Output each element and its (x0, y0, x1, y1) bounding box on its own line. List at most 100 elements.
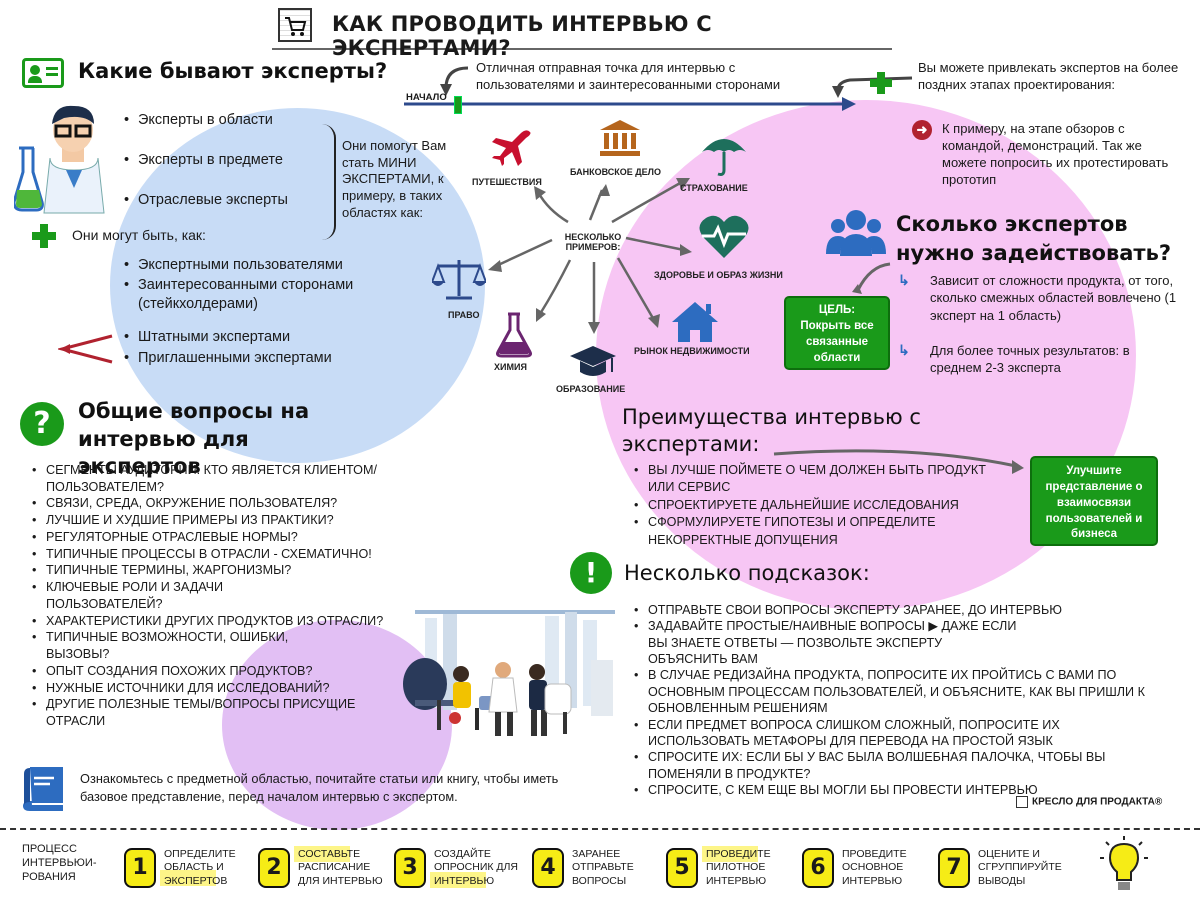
timeline-start-marker (454, 96, 462, 114)
step-number: 1 (124, 848, 156, 888)
list-item: В СЛУЧАЕ РЕДИЗАЙНА ПРОДУКТА, ПОПРОСИТЕ И… (632, 667, 1152, 716)
example-label-chemistry: ХИМИЯ (494, 362, 527, 372)
chair-icon (1016, 796, 1028, 808)
step-number: 3 (394, 848, 426, 888)
exclamation-icon: ! (570, 552, 612, 594)
plus-icon (32, 224, 56, 248)
process-step: 4 ЗАРАНЕЕ ОТПРАВЬТЕ ВОПРОСЫ (532, 844, 662, 896)
list-item: ТИПИЧНЫЕ ПРОЦЕССЫ В ОТРАСЛИ - СХЕМАТИЧНО… (30, 546, 450, 563)
process-label: ПРОЦЕСС ИНТЕРВЬЮИ-РОВАНИЯ (22, 843, 97, 884)
list-item: СВЯЗИ, СРЕДА, ОКРУЖЕНИЕ ПОЛЬЗОВАТЕЛЯ? (30, 495, 450, 512)
examples-connectors (488, 178, 692, 334)
list-item: СПРОСИТЕ ИХ: ЕСЛИ БЫ У ВАС БЫЛА ВОЛШЕБНА… (632, 749, 1152, 782)
process-step: 6 ПРОВЕДИТЕ ОСНОВНОЕ ИНТЕРВЬЮ (802, 844, 932, 896)
step-text: ПРОВЕДИТЕ ПИЛОТНОЕ ИНТЕРВЬЮ (706, 848, 771, 887)
list-item: Штатными экспертами (122, 327, 332, 348)
header: КАК ПРОВОДИТЬ ИНТЕРВЬЮ С ЭКСПЕРТАМИ? (272, 4, 892, 60)
scientist-illustration (12, 98, 116, 218)
staff-list: Штатными экспертами Приглашенными экспер… (122, 327, 332, 368)
list-item: ЕСЛИ ПРЕДМЕТ ВОПРОСА СЛИШКОМ СЛОЖНЫЙ, ПО… (632, 717, 1112, 750)
advantages-arrow (773, 449, 1024, 474)
step-text: ОЦЕНИТЕ И СГРУППИРУЙТЕ ВЫВОДЫ (978, 848, 1062, 887)
id-card-icon (22, 58, 64, 88)
brand-mark: КРЕСЛО ДЛЯ ПРОДАКТА® (1016, 796, 1162, 808)
list-item: ОТПРАВЬТЕ СВОИ ВОПРОСЫ ЭКСПЕРТУ ЗАРАНЕЕ,… (632, 602, 1152, 619)
fork-arrow-icon (56, 332, 114, 371)
house-icon (670, 300, 720, 349)
example-label-realestate: РЫНОК НЕДВИЖИМОСТИ (634, 346, 750, 356)
list-item: ЗАДАВАЙТЕ ПРОСТЫЕ/НАИВНЫЕ ВОПРОСЫ ▶ ДАЖЕ… (632, 618, 1022, 667)
process-step: 2 СОСТАВЬТЕ РАСПИСАНИЕ ДЛЯ ИНТЕРВЬЮ (258, 844, 388, 896)
how-many-point-1: Зависит от сложности продукта, от того, … (930, 273, 1177, 323)
result-box: Улучшите представление о взаимосвязи пол… (1030, 456, 1158, 546)
can-be-heading: Они могут быть, как: (72, 227, 206, 243)
list-item: ХАРАКТЕРИСТИКИ ДРУГИХ ПРОДУКТОВ ИЗ ОТРАС… (30, 613, 390, 630)
timeline-later-note: Вы можете привлекать экспертов на более … (918, 60, 1179, 92)
advantages-heading: Преимущества интервью с экспертами: (622, 405, 921, 457)
list-item: СПРОСИТЕ, С КЕМ ЕЩЕ ВЫ МОГЛИ БЫ ПРОВЕСТИ… (632, 782, 1152, 799)
goal-arrow (852, 262, 891, 294)
list-item: ТИПИЧНЫЕ ТЕРМИНЫ, ЖАРГОНИЗМЫ? (30, 562, 310, 579)
list-item: Заинтересованными сторонами (стейкхолдер… (122, 276, 392, 315)
process-step: 3 СОЗДАЙТЕ ОПРОСНИК ДЛЯ ИНТЕРВЬЮ (394, 844, 524, 896)
process-step: 5 ПРОВЕДИТЕ ПИЛОТНОЕ ИНТЕРВЬЮ (666, 844, 796, 896)
can-be-list: Экспертными пользователями Заинтересован… (122, 256, 392, 315)
cart-icon (278, 8, 312, 42)
scales-icon (430, 258, 488, 305)
process-step: 7 ОЦЕНИТЕ И СГРУППИРУЙТЕ ВЫВОДЫ (938, 844, 1068, 896)
list-item: ОПЫТ СОЗДАНИЯ ПОХОЖИХ ПРОДУКТОВ? (30, 663, 450, 680)
list-item: СПРОЕКТИРУЕТЕ ДАЛЬНЕЙШИЕ ИССЛЕДОВАНИЯ (632, 497, 1002, 515)
step-number: 6 (802, 848, 834, 888)
lightbulb-icon (1100, 836, 1148, 899)
arrow-right-circle-icon: ➜ (912, 120, 932, 140)
timeline-example-note: К примеру, на этапе обзоров с командой, … (942, 121, 1169, 188)
heart-pulse-icon (698, 212, 750, 265)
list-item: ДРУГИЕ ПОЛЕЗНЫЕ ТЕМЫ/ВОПРОСЫ ПРИСУЩИЕ ОТ… (30, 696, 370, 729)
list-item: Приглашенными экспертами (122, 348, 332, 369)
step-text: ЗАРАНЕЕ ОТПРАВЬТЕ ВОПРОСЫ (572, 848, 634, 887)
timeline-start-note: Отличная отправная точка для интервью с … (476, 60, 781, 92)
step-number: 5 (666, 848, 698, 888)
graduation-cap-icon (568, 344, 618, 385)
questions-list: СЕГМЕНТЫ АУДИТОРИИ. КТО ЯВЛЯЕТСЯ КЛИЕНТО… (30, 462, 450, 730)
return-arrow-icon: ↳ (898, 272, 910, 288)
advantages-list: ВЫ ЛУЧШЕ ПОЙМЕТЕ О ЧЕМ ДОЛЖЕН БЫТЬ ПРОДУ… (632, 462, 1002, 549)
step-number: 7 (938, 848, 970, 888)
list-item: НУЖНЫЕ ИСТОЧНИКИ ДЛЯ ИССЛЕДОВАНИЙ? (30, 680, 450, 697)
examples-center-label: НЕСКОЛЬКО ПРИМЕРОВ: (564, 232, 622, 252)
how-many-point-2: Для более точных результатов: в среднем … (930, 343, 1130, 376)
process-step: 1 ОПРЕДЕЛИТЕ ОБЛАСТЬ И ЭКСПЕРТОВ (124, 844, 254, 896)
step-text: СОСТАВЬТЕ РАСПИСАНИЕ ДЛЯ ИНТЕРВЬЮ (298, 848, 383, 887)
brand-label: КРЕСЛО ДЛЯ ПРОДАКТА® (1032, 796, 1163, 808)
example-label-travel: ПУТЕШЕСТВИЯ (472, 177, 542, 187)
read-note: Ознакомьтесь с предметной областью, почи… (80, 771, 559, 804)
example-label-education: ОБРАЗОВАНИЕ (556, 384, 626, 394)
list-item: ЛУЧШИЕ И ХУДШИЕ ПРИМЕРЫ ИЗ ПРАКТИКИ? (30, 512, 450, 529)
bank-icon (598, 118, 642, 163)
expert-types-list: Эксперты в области Эксперты в предмете О… (122, 100, 288, 220)
return-arrow-icon: ↳ (898, 342, 910, 358)
timeline-arrow (404, 66, 913, 111)
step-text: ОПРЕДЕЛИТЕ ОБЛАСТЬ И ЭКСПЕРТОВ (164, 848, 236, 887)
help-text: Они помогут Вам стать МИНИ ЭКСПЕРТАМИ, к… (342, 138, 447, 220)
list-item: Отраслевые эксперты (122, 180, 288, 220)
umbrella-icon (700, 130, 748, 183)
plus-icon (870, 72, 892, 94)
list-item: ВЫ ЛУЧШЕ ПОЙМЕТЕ О ЧЕМ ДОЛЖЕН БЫТЬ ПРОДУ… (632, 462, 1002, 497)
example-label-banking: БАНКОВСКОЕ ДЕЛО (570, 167, 662, 177)
book-icon (20, 766, 66, 812)
flask-icon (496, 312, 532, 363)
timeline-start-label: НАЧАЛО (406, 92, 447, 103)
experts-heading: Какие бывают эксперты? (78, 59, 388, 83)
example-label-health: ЗДОРОВЬЕ И ОБРАЗ ЖИЗНИ (654, 270, 783, 280)
group-users-icon (826, 206, 886, 263)
office-meeting-illustration (395, 600, 635, 740)
step-text: ПРОВЕДИТЕ ОСНОВНОЕ ИНТЕРВЬЮ (842, 848, 907, 887)
process-divider (0, 828, 1200, 830)
example-label-law: ПРАВО (448, 310, 480, 320)
how-many-heading: Сколько экспертов нужно задействовать? (896, 212, 1172, 265)
list-item: Эксперты в области (122, 100, 288, 140)
list-item: Экспертными пользователями (122, 256, 392, 276)
step-number: 4 (532, 848, 564, 888)
list-item: КЛЮЧЕВЫЕ РОЛИ И ЗАДАЧИ ПОЛЬЗОВАТЕЛЕЙ? (30, 579, 250, 612)
